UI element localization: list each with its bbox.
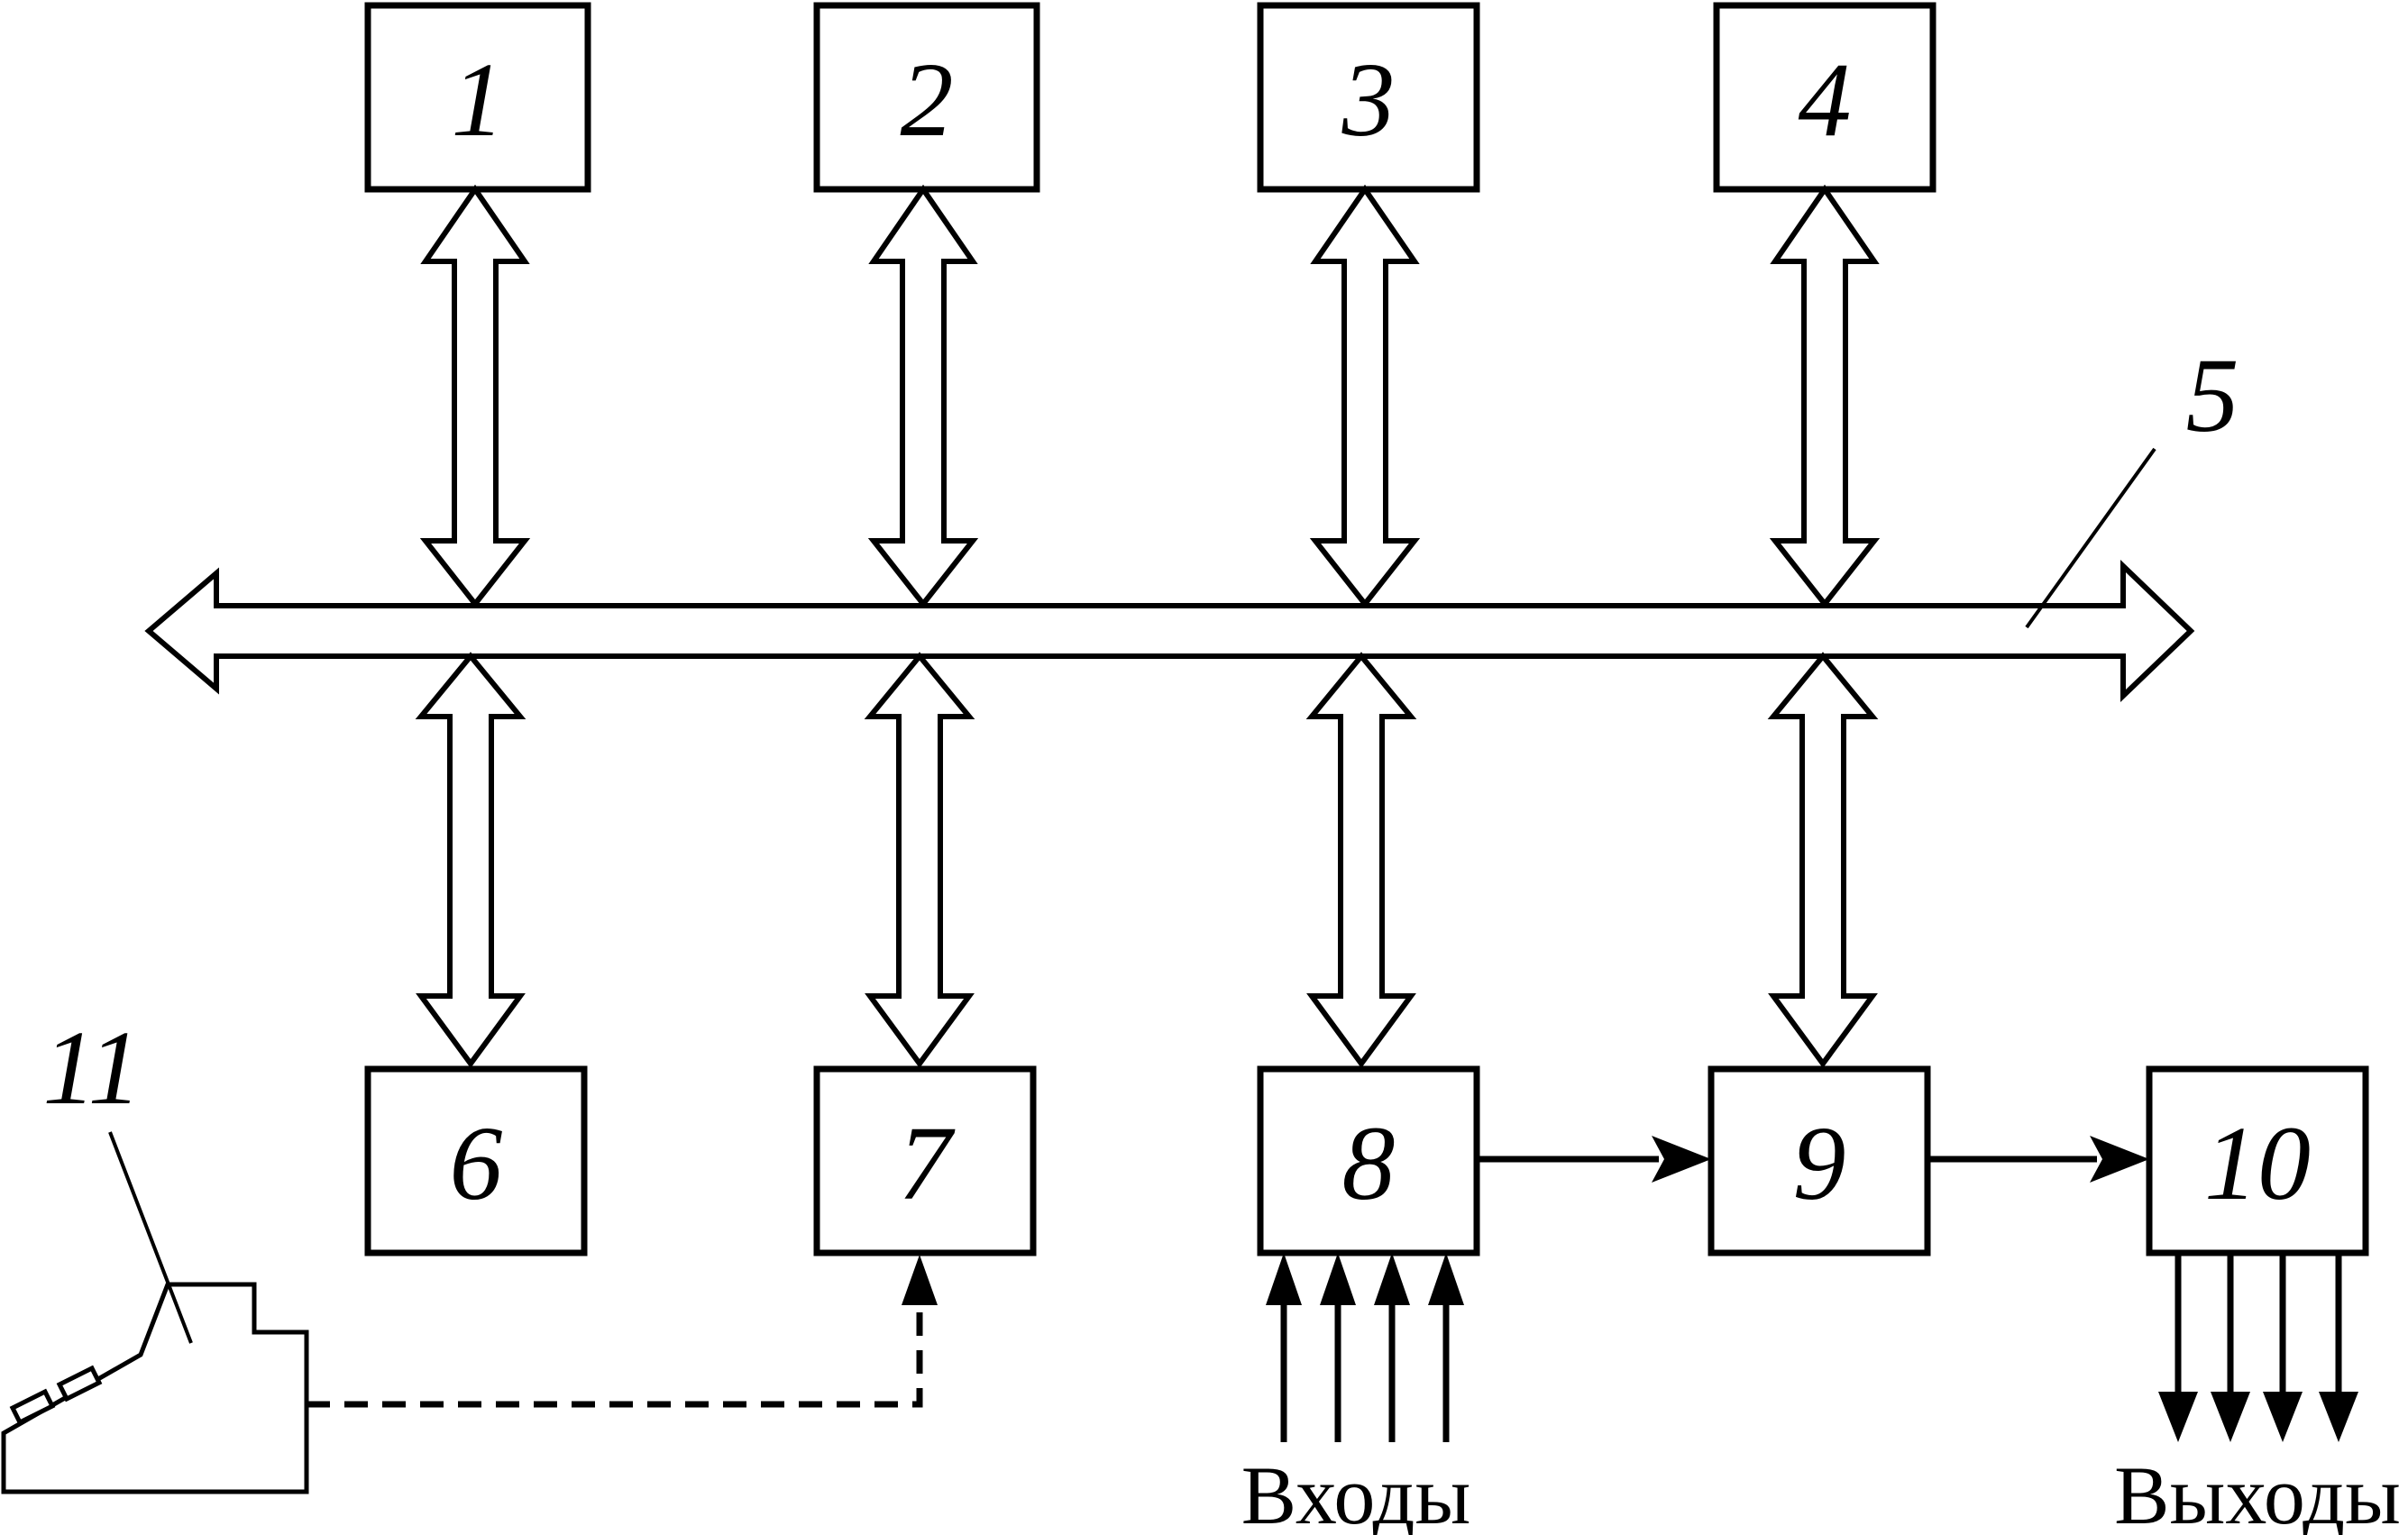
outputs-label: Выходы xyxy=(2114,1449,2401,1535)
output-arrows xyxy=(2158,1253,2358,1442)
block-6: 6 xyxy=(364,1065,588,1256)
block-1: 1 xyxy=(364,2,591,193)
inputs-label: Входы xyxy=(1241,1449,1471,1535)
block-9: 9 xyxy=(1708,1065,1931,1256)
terminal-to-block-7-link xyxy=(307,1255,938,1408)
bus-leader-line xyxy=(2025,447,2156,629)
block-7-label: 7 xyxy=(899,1104,957,1222)
block-4-label: 4 xyxy=(1799,41,1852,159)
input-arrows xyxy=(1266,1253,1464,1442)
arrow-8-to-9 xyxy=(1477,1136,1711,1183)
block-2: 2 xyxy=(813,2,1040,193)
system-bus xyxy=(144,559,2195,703)
terminal-label: 11 xyxy=(42,1009,141,1127)
block-6-label: 6 xyxy=(450,1104,503,1222)
arrow-9-to-10 xyxy=(1927,1136,2149,1183)
link-bus-block-6 xyxy=(415,652,526,1069)
block-2-label: 2 xyxy=(901,41,954,159)
link-bus-block-7 xyxy=(864,652,975,1069)
block-8-label: 8 xyxy=(1342,1104,1396,1222)
link-bus-block-8 xyxy=(1305,652,1417,1069)
link-block-1-bus xyxy=(419,184,531,608)
terminal-device xyxy=(1,1282,309,1494)
terminal-leader-line xyxy=(108,1131,193,1344)
block-3-label: 3 xyxy=(1341,41,1396,159)
block-3: 3 xyxy=(1257,2,1480,193)
block-9-label: 9 xyxy=(1793,1104,1846,1222)
link-block-2-bus xyxy=(867,184,979,608)
link-block-4-bus xyxy=(1769,184,1881,608)
block-10-label: 10 xyxy=(2204,1104,2311,1222)
block-4: 4 xyxy=(1713,2,1936,193)
block-1-label: 1 xyxy=(452,41,505,159)
link-block-3-bus xyxy=(1309,184,1421,608)
block-10: 10 xyxy=(2146,1065,2369,1256)
block-7: 7 xyxy=(813,1065,1037,1256)
link-bus-block-9 xyxy=(1767,652,1879,1069)
bus-label: 5 xyxy=(2186,336,2239,454)
block-8: 8 xyxy=(1257,1065,1480,1256)
